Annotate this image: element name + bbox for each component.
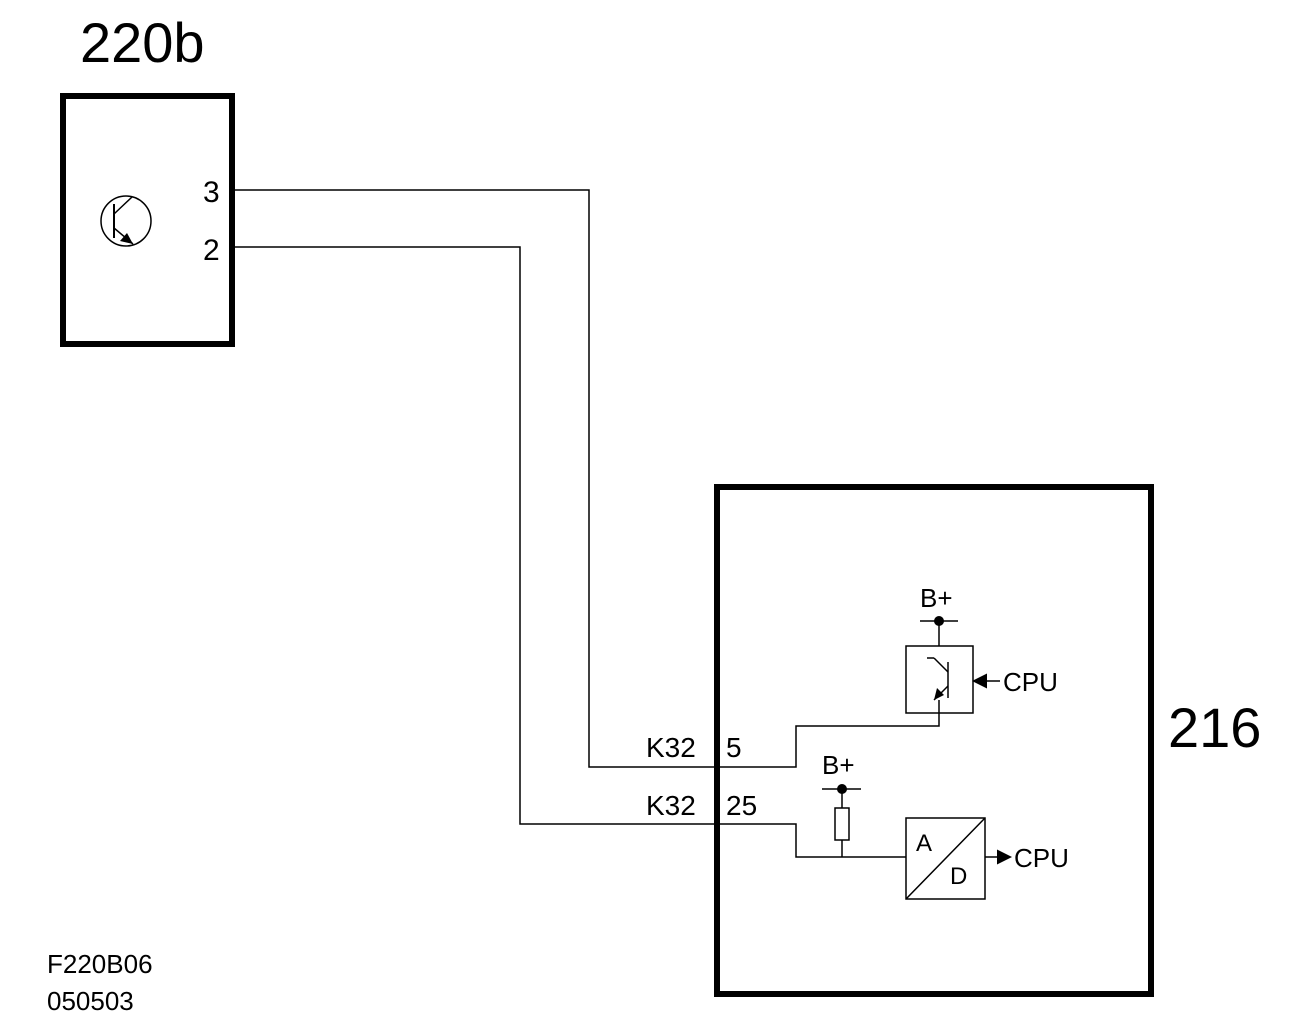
ad-converter-diagonal [905,817,986,900]
module-title: 216 [1168,696,1261,759]
supply-upper-label: B+ [920,583,953,613]
supply-lower-label: B+ [822,750,855,780]
date-code: 050503 [47,986,134,1016]
cpu-in-label: CPU [1003,667,1058,697]
module-box [714,484,1154,997]
sensor-box [60,93,235,347]
wire-pin3-to-k32-5 [232,189,717,768]
connector-lower-name: K32 [646,790,696,821]
sensor-title: 220b [80,11,205,74]
wire-internal-upper [717,713,940,768]
figure-code: F220B06 [47,949,153,979]
ad-converter-box [905,817,986,900]
cpu-out-label: CPU [1014,843,1069,873]
connector-upper-name: K32 [646,732,696,763]
ad-converter-a: A [916,830,932,857]
ad-converter-d: D [950,863,967,890]
connector-lower-pin: 25 [726,790,757,821]
wire-pin2-to-k32-25 [232,246,717,825]
connector-upper-pin: 5 [726,732,742,763]
sensor-pin-2: 2 [203,234,220,267]
wire-internal-lower [717,823,906,858]
switch-transistor-icon [927,657,949,713]
transistor-icon [100,195,152,247]
sensor-pin-3: 3 [203,176,220,209]
pullup-resistor [834,807,850,841]
